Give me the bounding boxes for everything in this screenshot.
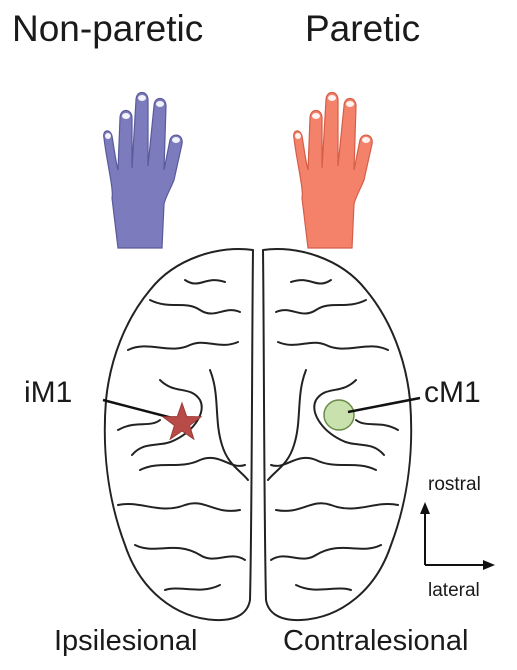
orientation-arrows bbox=[420, 502, 495, 570]
contralesional-label: Contralesional bbox=[283, 625, 468, 658]
cm1-label: cM1 bbox=[424, 376, 481, 410]
non-paretic-label: Non-paretic bbox=[12, 8, 203, 50]
rostral-label: rostral bbox=[428, 474, 481, 496]
lateral-arrowhead bbox=[483, 560, 495, 570]
cm1-pointer-line bbox=[348, 398, 420, 412]
paretic-label: Paretic bbox=[305, 8, 420, 50]
im1-label: iM1 bbox=[24, 376, 72, 410]
cm1-circle-marker bbox=[324, 400, 354, 430]
paretic-hand-icon bbox=[294, 93, 373, 249]
ipsilesional-label: Ipsilesional bbox=[54, 625, 197, 658]
brain-diagram bbox=[105, 249, 411, 620]
rostral-arrowhead bbox=[420, 502, 430, 514]
lateral-label: lateral bbox=[428, 580, 480, 602]
non-paretic-hand-icon bbox=[104, 93, 183, 249]
im1-star-marker bbox=[163, 403, 201, 439]
